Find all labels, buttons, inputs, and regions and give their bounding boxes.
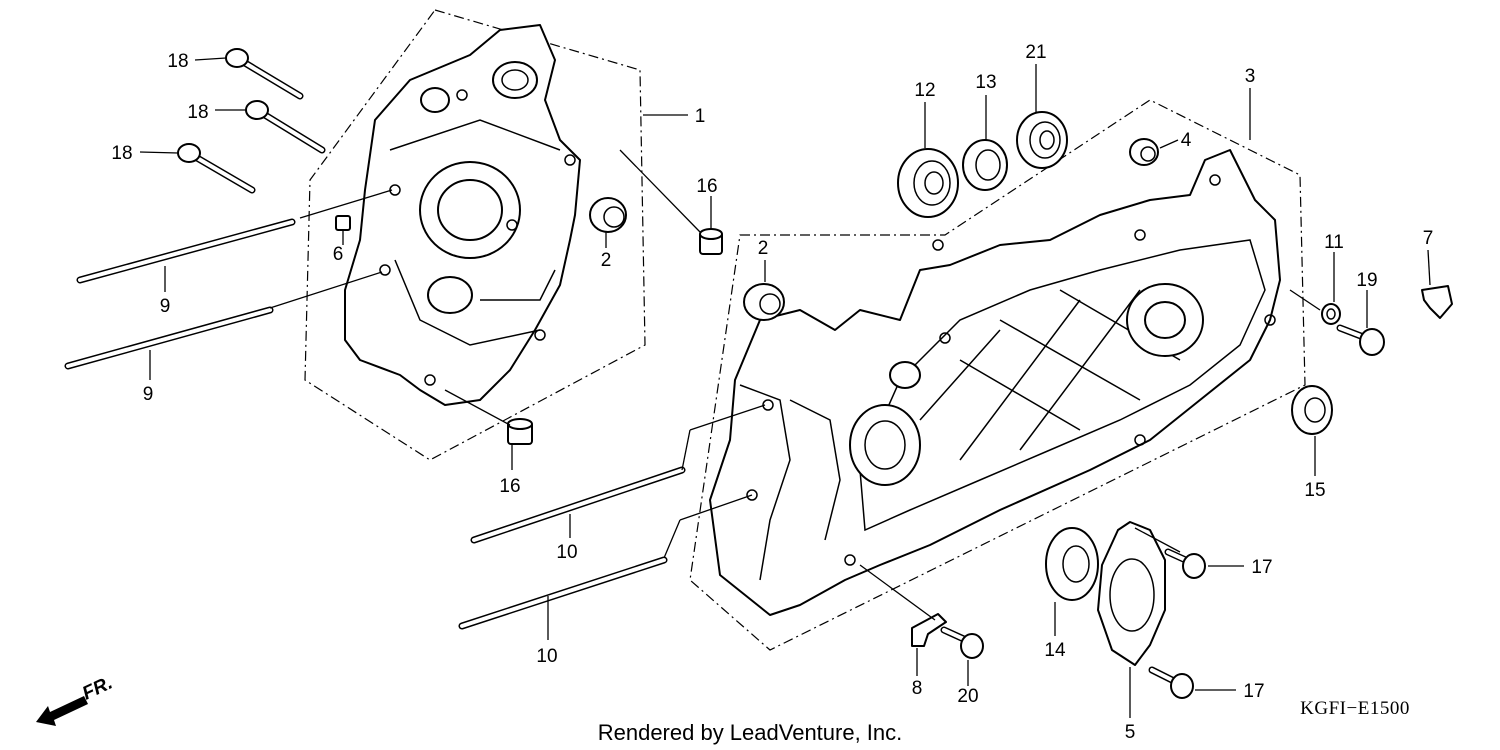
stud-bolt-10-lower bbox=[458, 556, 668, 630]
left-crankcase-half bbox=[709, 149, 1281, 616]
diagram-code: KGFI−E1500 bbox=[1300, 698, 1410, 719]
flange-bolt-lower bbox=[177, 143, 256, 194]
callout-3: 3 bbox=[1245, 66, 1256, 87]
radial-bearing-13 bbox=[962, 139, 1008, 191]
collar-bushing-lower bbox=[743, 283, 785, 321]
collar-bushing-4 bbox=[1129, 138, 1159, 166]
callout-4: 4 bbox=[1181, 130, 1192, 151]
flange-bolt-17-lower bbox=[1148, 666, 1194, 699]
radial-bearing-21 bbox=[1016, 111, 1068, 169]
sealing-washer bbox=[1321, 303, 1341, 325]
callout-18-lower: 18 bbox=[111, 143, 132, 164]
dowel-pin-lower bbox=[507, 418, 533, 445]
front-arrow-icon bbox=[36, 696, 88, 726]
oil-seal-15 bbox=[1291, 385, 1333, 435]
callout-10-upper: 10 bbox=[556, 542, 577, 563]
right-crankcase-half bbox=[344, 24, 581, 406]
flange-bolt-17-upper bbox=[1164, 548, 1206, 579]
callout-19: 19 bbox=[1356, 270, 1377, 291]
callout-10-lower: 10 bbox=[536, 646, 557, 667]
callout-2-lower: 2 bbox=[758, 238, 769, 259]
left-crankcase-group-outline bbox=[689, 99, 1306, 651]
stud-bolt-upper bbox=[76, 218, 296, 284]
callout-7: 7 bbox=[1423, 228, 1434, 249]
callout-18-middle: 18 bbox=[187, 102, 208, 123]
callout-14: 14 bbox=[1044, 640, 1066, 661]
leader-lines bbox=[139, 57, 1431, 718]
callout-16-upper: 16 bbox=[696, 176, 717, 197]
callout-2-upper: 2 bbox=[601, 250, 612, 271]
hose-clip bbox=[1421, 285, 1453, 319]
callout-17-upper: 17 bbox=[1251, 557, 1272, 578]
flange-bolt-upper bbox=[225, 48, 304, 100]
stud-bolt-lower bbox=[64, 306, 274, 370]
callout-8: 8 bbox=[912, 678, 923, 699]
callout-16-lower: 16 bbox=[499, 476, 520, 497]
callout-labels: 1 2 2 3 4 5 6 7 8 9 9 10 10 11 12 13 14 … bbox=[111, 42, 1433, 743]
seal-retainer-plate bbox=[1097, 521, 1166, 666]
callout-6: 6 bbox=[333, 244, 344, 265]
callout-9-lower: 9 bbox=[143, 384, 154, 405]
callout-1: 1 bbox=[695, 106, 706, 127]
flange-bolt-20 bbox=[940, 626, 984, 659]
callout-13: 13 bbox=[975, 72, 996, 93]
callout-5: 5 bbox=[1125, 722, 1136, 743]
radial-bearing-12 bbox=[897, 148, 959, 218]
callout-17-lower: 17 bbox=[1243, 681, 1264, 702]
callout-9-upper: 9 bbox=[160, 296, 171, 317]
drain-bolt bbox=[1336, 324, 1385, 356]
flange-bolt-middle bbox=[245, 100, 326, 154]
oil-seal-14 bbox=[1045, 527, 1099, 601]
dowel-pin-small bbox=[335, 215, 351, 231]
callout-21: 21 bbox=[1025, 42, 1046, 63]
render-credit: Rendered by LeadVenture, Inc. bbox=[598, 720, 903, 745]
front-direction-marker: FR. bbox=[36, 673, 116, 726]
callout-20: 20 bbox=[957, 686, 978, 707]
stud-bolt-10-upper bbox=[470, 466, 686, 544]
callout-11: 11 bbox=[1324, 232, 1344, 253]
right-crankcase-group-outline bbox=[304, 9, 646, 461]
callout-18-upper: 18 bbox=[167, 51, 188, 72]
collar-bushing-upper bbox=[589, 197, 627, 233]
callout-12: 12 bbox=[914, 80, 935, 101]
dowel-pin-upper bbox=[699, 228, 723, 255]
callout-15: 15 bbox=[1304, 480, 1325, 501]
harness-clamp bbox=[911, 613, 947, 647]
